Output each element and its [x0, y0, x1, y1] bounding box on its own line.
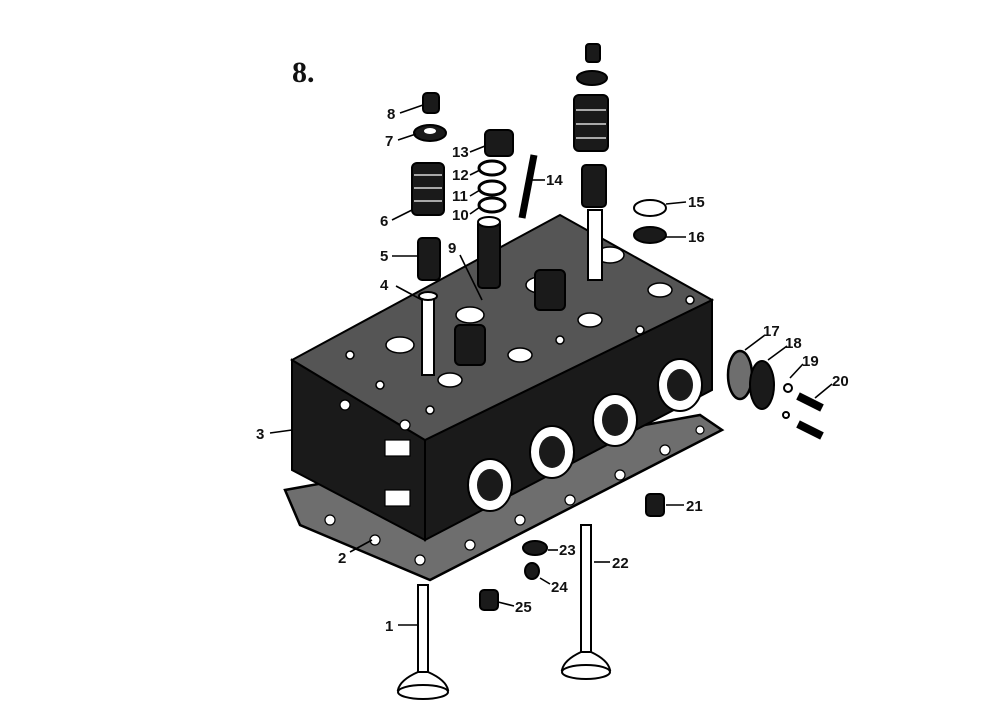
callout-12: 12	[452, 167, 469, 184]
callout-20: 20	[832, 373, 849, 390]
callout-8: 8	[387, 106, 395, 123]
valve-intake-1	[396, 584, 450, 700]
callout-25: 25	[515, 599, 532, 616]
washer-19	[782, 383, 793, 419]
callout-1: 1	[385, 618, 393, 635]
callout-10: 10	[452, 207, 469, 224]
sleeve-cap	[484, 129, 514, 157]
callout-18: 18	[785, 335, 802, 352]
callout-16: 16	[688, 229, 705, 246]
cover-plate-18	[749, 360, 775, 410]
injector-sleeve	[477, 216, 501, 289]
callout-9: 9	[448, 240, 456, 257]
valve-exhaust-22	[560, 524, 612, 680]
callout-15: 15	[688, 194, 705, 211]
callout-19: 19	[802, 353, 819, 370]
seal-25	[479, 589, 499, 611]
o-ring-11	[477, 179, 507, 197]
cap-disc-15	[633, 199, 667, 217]
valve-guide-left	[418, 291, 438, 376]
figure-number: 8.	[292, 56, 315, 89]
valve-cotter-left	[422, 92, 440, 114]
valve-spring-inner-left	[417, 237, 441, 281]
o-ring-10	[477, 196, 507, 214]
valve-spring-right-stack	[573, 43, 609, 281]
callout-14: 14	[546, 172, 563, 189]
callout-21: 21	[686, 498, 703, 515]
callout-labels: 1 2 3 4 5 6 7 8 9 10 11 12 13 14 15 16 1…	[256, 106, 849, 635]
valve-spring-outer-left	[411, 162, 445, 216]
callout-23: 23	[559, 542, 576, 559]
callout-5: 5	[380, 248, 388, 265]
cover-gasket-17	[726, 349, 754, 401]
spring-retainer-left	[413, 124, 447, 142]
leader-lines	[269, 104, 833, 626]
callout-6: 6	[380, 213, 388, 230]
callout-7: 7	[385, 133, 393, 150]
cotter-24	[524, 562, 540, 580]
seal-23	[522, 540, 548, 556]
bolt-20	[796, 392, 824, 440]
callout-4: 4	[380, 277, 389, 294]
cylinder-head-block	[289, 213, 715, 542]
plug-21	[645, 493, 665, 517]
callout-3: 3	[256, 426, 264, 443]
callout-17: 17	[763, 323, 780, 340]
callout-11: 11	[452, 188, 468, 205]
callout-13: 13	[452, 144, 469, 161]
cap-ring-16	[633, 226, 667, 244]
callout-2: 2	[338, 550, 346, 567]
callout-22: 22	[612, 555, 629, 572]
push-rod	[518, 154, 538, 219]
o-ring-12	[477, 159, 507, 177]
callout-24: 24	[551, 579, 568, 596]
